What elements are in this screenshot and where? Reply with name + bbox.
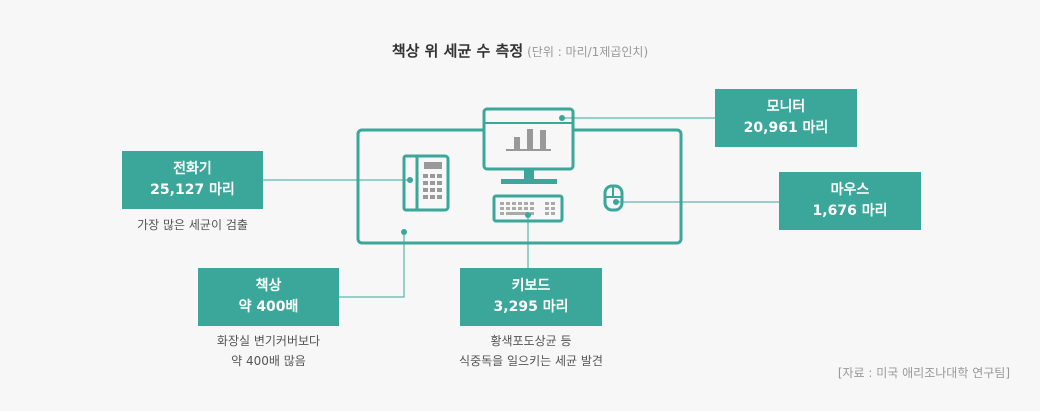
title-main: 책상 위 세균 수 측정 xyxy=(391,42,524,60)
keyboard-note-line1: 황색포도상균 등 xyxy=(490,334,572,348)
phone-box: 전화기 25,127 마리 xyxy=(122,151,263,209)
mouse-name: 마우스 xyxy=(830,182,870,198)
mouse-icon xyxy=(603,184,624,212)
keyboard-note-line2: 식중독을 일으키는 세균 발견 xyxy=(459,354,603,368)
phone-note: 가장 많은 세균이 검출 xyxy=(122,215,263,235)
title-unit: (단위 : 마리/1제곱인치) xyxy=(527,45,649,59)
mouse-value: 1,676 마리 xyxy=(812,203,888,219)
monitor-value: 20,961 마리 xyxy=(743,120,829,136)
monitor-name: 모니터 xyxy=(766,99,806,115)
source-note: [자료 : 미국 애리조나대학 연구팀] xyxy=(837,366,1010,380)
mouse-box: 마우스 1,676 마리 xyxy=(779,172,921,230)
desk-note: 화장실 변기커버보다 약 400배 많음 xyxy=(178,331,359,371)
connector-lines xyxy=(263,117,779,298)
keyboard-value: 3,295 마리 xyxy=(493,299,569,315)
keyboard-box: 키보드 3,295 마리 xyxy=(460,268,602,326)
desk-box: 책상 약 400배 xyxy=(198,268,339,326)
monitor-box: 모니터 20,961 마리 xyxy=(715,89,857,147)
phone-note-text: 가장 많은 세균이 검출 xyxy=(137,218,248,232)
phone-name: 전화기 xyxy=(173,161,212,177)
connector-dots xyxy=(401,115,619,235)
phone-value: 25,127 마리 xyxy=(150,182,235,198)
desk-note-line1: 화장실 변기커버보다 xyxy=(216,334,321,348)
desk-name: 책상 xyxy=(255,278,282,294)
desk-note-line2: 약 400배 많음 xyxy=(231,354,306,368)
monitor-icon xyxy=(482,107,575,184)
desk-value: 약 400배 xyxy=(238,299,299,315)
chart-title: 책상 위 세균 수 측정(단위 : 마리/1제곱인치) xyxy=(0,40,1040,61)
phone-icon xyxy=(402,154,450,212)
keyboard-name: 키보드 xyxy=(511,278,551,294)
keyboard-note: 황색포도상균 등 식중독을 일으키는 세균 발견 xyxy=(421,331,641,371)
